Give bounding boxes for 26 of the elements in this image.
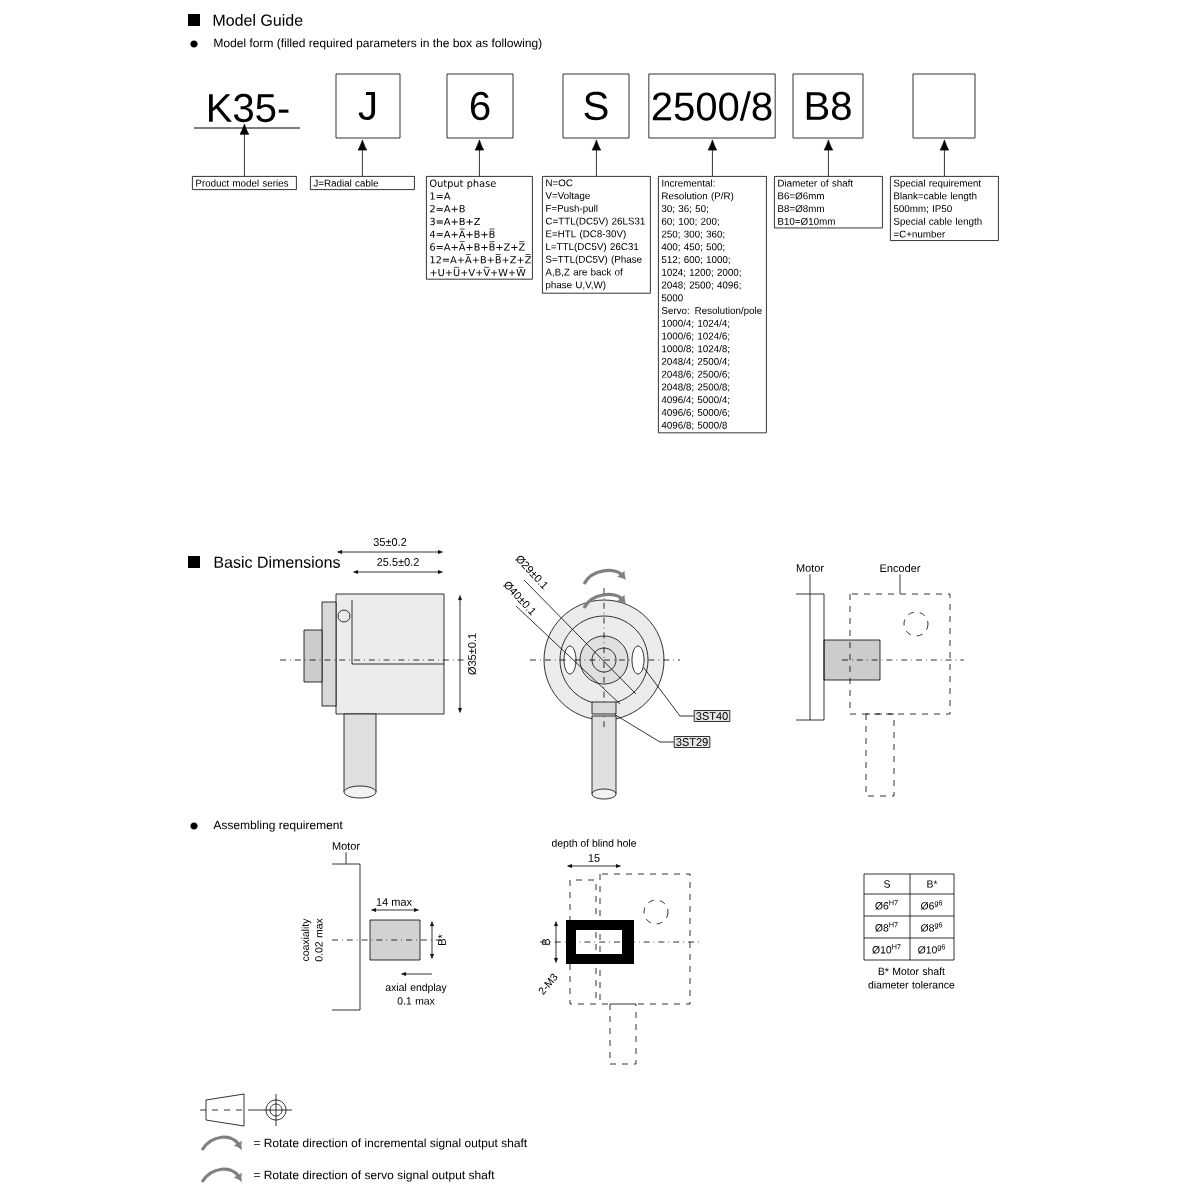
- arrow: [939, 139, 950, 177]
- leader-line: [809, 573, 811, 594]
- code-box: [912, 73, 976, 139]
- mounting-tab-drawing: [591, 701, 617, 715]
- code-box: 6: [446, 73, 514, 139]
- leader-line: [899, 574, 901, 594]
- motor-flange-drawing: [795, 593, 825, 721]
- arrow: [239, 123, 250, 177]
- motor-wall-drawing: [331, 863, 361, 1011]
- leader-line: [643, 666, 695, 717]
- encoder-housing-drawing: [849, 593, 951, 715]
- heading: Basic Dimensions: [214, 556, 340, 568]
- arrow: [591, 139, 602, 177]
- leader-line: [345, 851, 347, 864]
- arrow: [357, 139, 368, 177]
- leader-line: [614, 714, 675, 743]
- title: Model Guide: [213, 14, 303, 26]
- arrow: [474, 139, 485, 177]
- model-code-text: K35-: [209, 93, 289, 123]
- arrow: [823, 139, 834, 177]
- code-box: 2500/8: [648, 73, 776, 139]
- code-box: S: [562, 73, 630, 139]
- arrow: [707, 139, 718, 177]
- code-box: B8: [792, 73, 864, 139]
- mounting-slot-drawing: [631, 645, 645, 675]
- code-box: J: [335, 73, 401, 139]
